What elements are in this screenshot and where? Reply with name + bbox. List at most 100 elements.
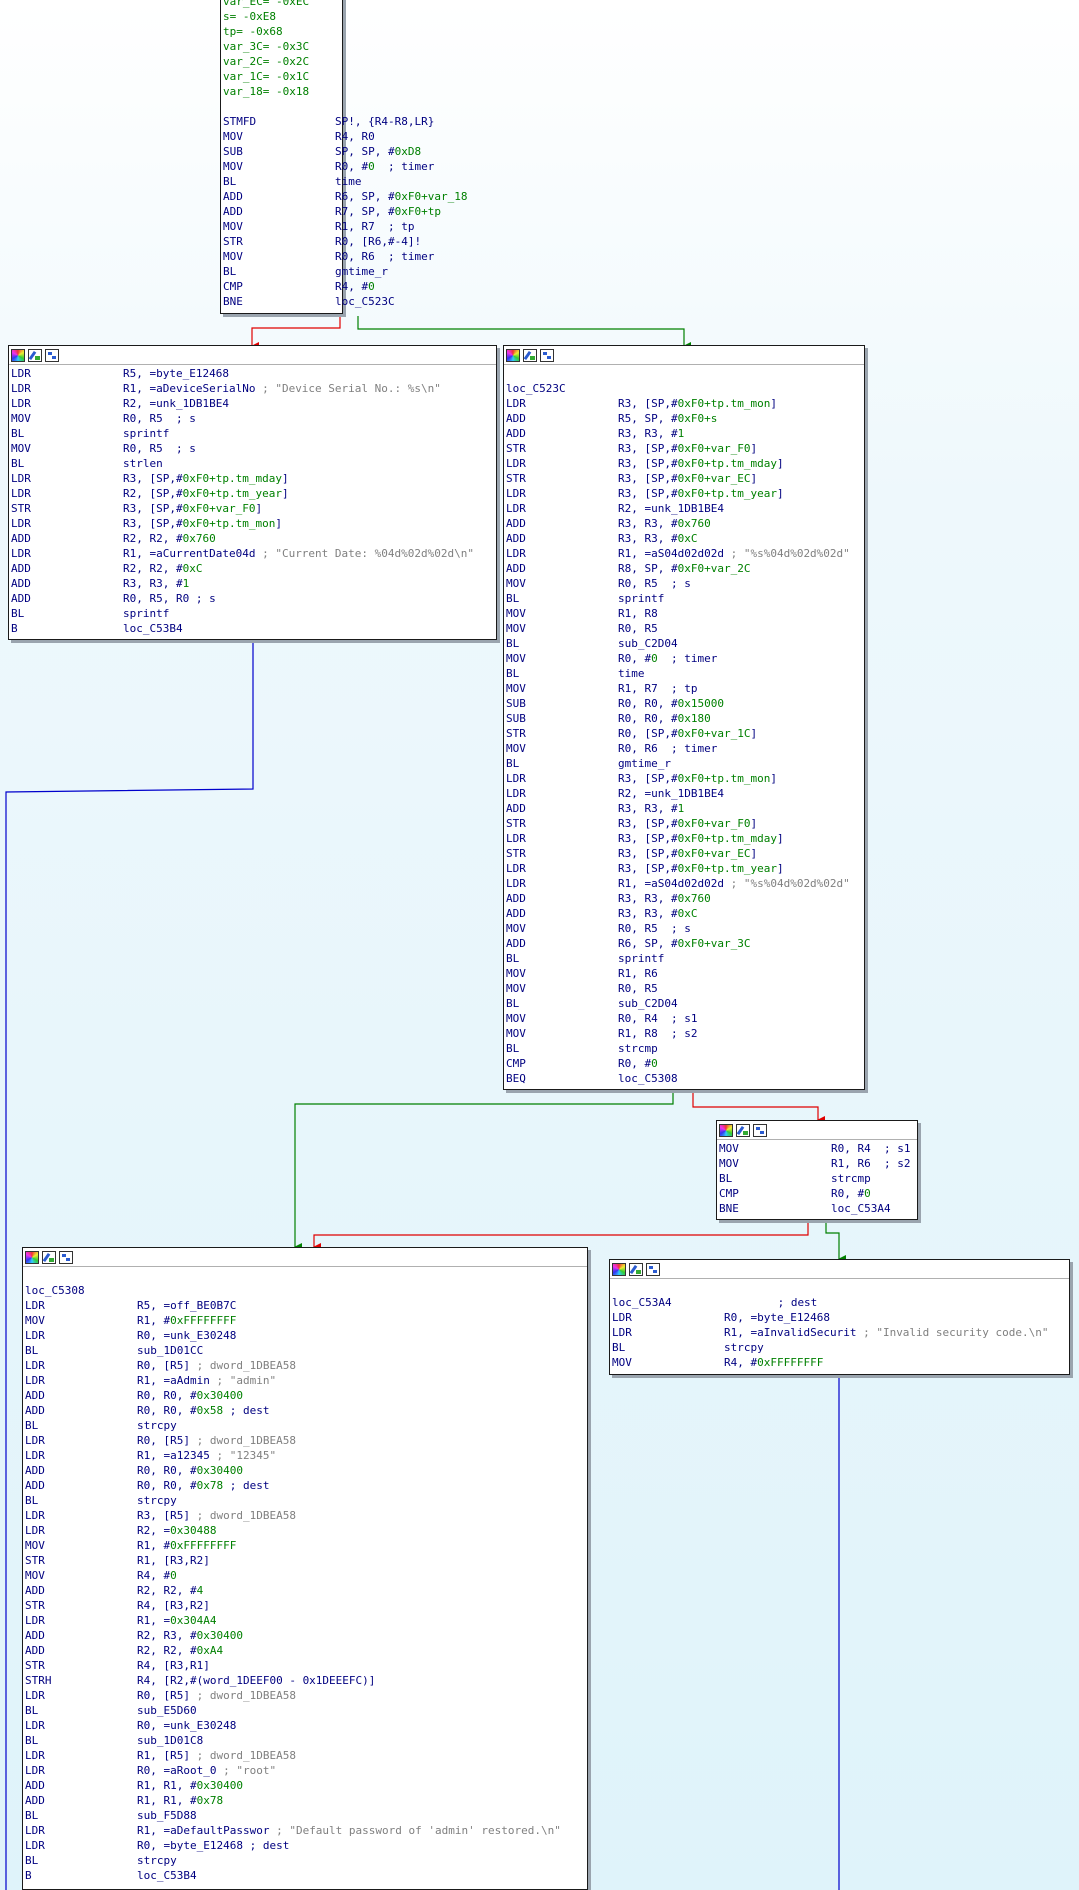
edge-c523c-to-c5308[interactable] xyxy=(294,1090,674,1251)
code-line[interactable]: var_EC= -0xEC xyxy=(223,0,340,9)
edge-c523c-to-cmp2[interactable] xyxy=(692,1090,825,1124)
code-line[interactable]: loc_C523C xyxy=(506,381,862,396)
edit-icon[interactable] xyxy=(736,1123,750,1137)
graph-view-icon[interactable] xyxy=(753,1123,767,1137)
color-palette-icon[interactable] xyxy=(11,348,25,362)
graph-view-icon[interactable] xyxy=(540,348,554,362)
color-palette-icon[interactable] xyxy=(719,1123,733,1137)
code-line[interactable]: var_2C= -0x2C xyxy=(223,54,340,69)
code-line[interactable]: tp= -0x68 xyxy=(223,24,340,39)
code-line[interactable] xyxy=(506,366,862,381)
color-palette-icon[interactable] xyxy=(506,348,520,362)
code-line[interactable] xyxy=(612,1280,1067,1295)
edge-entry-to-serial[interactable] xyxy=(251,316,341,350)
code-line[interactable]: var_18= -0x18 xyxy=(223,84,340,99)
graph-view-icon[interactable] xyxy=(45,348,59,362)
edit-icon[interactable] xyxy=(629,1262,643,1276)
color-palette-icon[interactable] xyxy=(612,1262,626,1276)
edge-cmp2-to-c5308[interactable] xyxy=(313,1220,809,1251)
code-line[interactable]: var_3C= -0x3C xyxy=(223,39,340,54)
